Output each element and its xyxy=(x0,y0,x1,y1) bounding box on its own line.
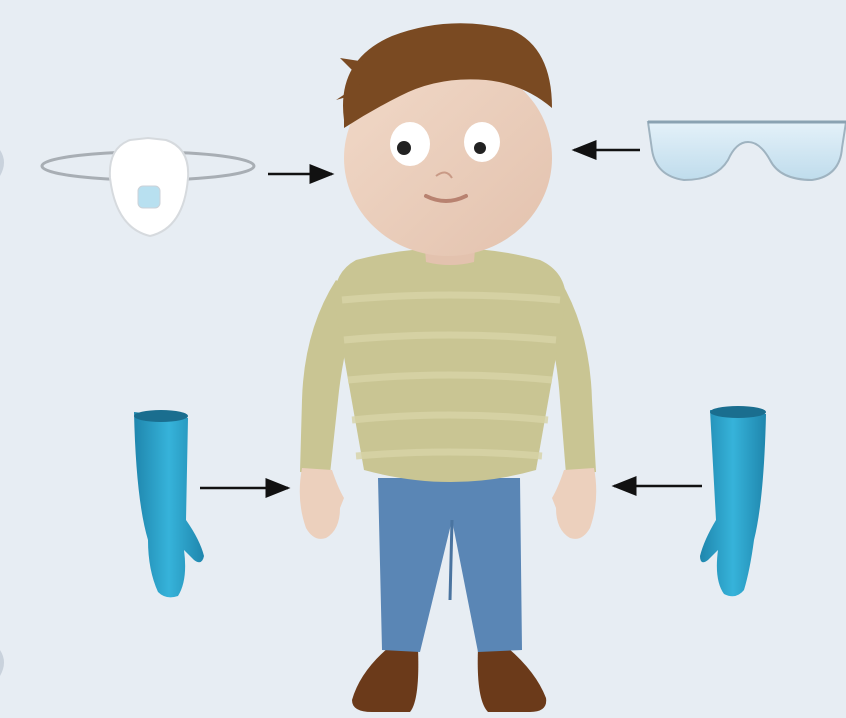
left-hand xyxy=(552,468,596,539)
head xyxy=(336,23,552,256)
right-eye xyxy=(464,122,500,162)
edge-mark-bottom xyxy=(0,650,4,676)
glove-right-icon xyxy=(700,406,766,596)
jeans xyxy=(378,478,522,652)
sweater xyxy=(334,248,566,482)
child-figure xyxy=(300,23,597,712)
edge-mark-top xyxy=(0,150,4,176)
shoes xyxy=(352,648,546,712)
dust-mask-icon xyxy=(42,138,254,236)
safety-glasses-icon xyxy=(648,122,846,180)
left-eye xyxy=(390,122,430,166)
glove-left-icon xyxy=(134,410,204,597)
right-hand xyxy=(300,468,344,539)
